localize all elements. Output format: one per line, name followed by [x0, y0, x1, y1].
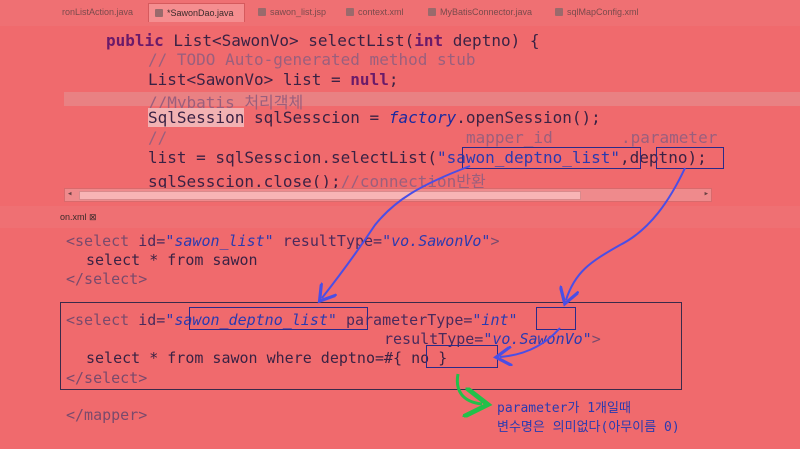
arrow-green: [455, 373, 482, 404]
current-line-highlight: [64, 92, 800, 106]
xml-select-2-sql: select * from sawon where deptno=#{ no }: [86, 349, 448, 367]
tab-mapper-xml[interactable]: on.xml ⊠: [60, 212, 97, 222]
parameter-comment: .parameter: [621, 128, 718, 147]
java-line-1: public List<SawonVo> selectList(int dept…: [106, 31, 540, 50]
mapper-id-comment: mapper_id: [466, 128, 553, 147]
java-line-6: //: [148, 128, 168, 147]
java-line-3: List<SawonVo> list = null;: [148, 70, 399, 89]
java-file-icon: [428, 8, 436, 16]
arrow-mapper-id: [322, 165, 471, 298]
editor-tab-bar: ronListAction.java *SawonDao.java sawon_…: [0, 0, 800, 26]
scrollbar-thumb[interactable]: [79, 191, 581, 200]
annotation-line-2: 변수명은 의미없다(아무이름 0): [497, 420, 680, 435]
java-line-4: //Mybatis 처리객체: [148, 93, 304, 112]
tab-sawondao[interactable]: *SawonDao.java: [148, 3, 245, 22]
xml-select-1-close: </select>: [66, 270, 148, 288]
xml-tab-bar: on.xml ⊠: [0, 206, 800, 228]
java-line-7: list = sqlSesscion.selectList("sawon_dep…: [148, 148, 707, 167]
xml-file-icon: [346, 8, 354, 16]
xml-mapper-close: </mapper>: [66, 406, 148, 424]
select-id-box: [189, 307, 368, 330]
horizontal-scrollbar[interactable]: ◂ ▸: [64, 188, 712, 202]
scroll-right-icon[interactable]: ▸: [703, 189, 709, 199]
xml-select-1-sql: select * from sawon: [86, 251, 258, 269]
java-line-5: SqlSession sqlSesscion = factory.openSes…: [148, 108, 601, 127]
tab-action[interactable]: ronListAction.java: [62, 7, 134, 17]
xml-select-2-close: </select>: [66, 369, 148, 387]
select-deptno-box: [60, 302, 682, 390]
arrow-parameter: [566, 167, 686, 300]
xml-select-1-open: <select id="sawon_list" resultType="vo.S…: [66, 232, 500, 250]
xml-select-2-open: <select id="sawon_deptno_list" parameter…: [66, 311, 518, 329]
parameter-type-box: [536, 307, 576, 330]
java-line-2: // TODO Auto-generated method stub: [148, 50, 476, 69]
tab-mybatis-connector[interactable]: MyBatisConnector.java: [428, 7, 532, 17]
tab-sqlmapconfig[interactable]: sqlMapConfig.xml: [555, 7, 639, 17]
scroll-left-icon[interactable]: ◂: [67, 189, 73, 199]
tab-context[interactable]: context.xml: [346, 7, 404, 17]
mapper-id-box: [462, 147, 641, 169]
xml-select-2-resulttype: resultType="vo.SawonVo">: [384, 330, 601, 348]
java-file-icon: [155, 9, 163, 17]
annotation-line-1: parameter가 1개일때: [497, 401, 631, 416]
close-icon[interactable]: ⊠: [89, 212, 97, 222]
java-line-8: sqlSesscion.close();//connection반환: [148, 172, 486, 191]
parameter-box: [656, 147, 724, 169]
xml-file-icon: [555, 8, 563, 16]
tab-sawon-list[interactable]: sawon_list.jsp: [258, 7, 326, 17]
jsp-file-icon: [258, 8, 266, 16]
arrow-param-placeholder: [500, 327, 561, 357]
